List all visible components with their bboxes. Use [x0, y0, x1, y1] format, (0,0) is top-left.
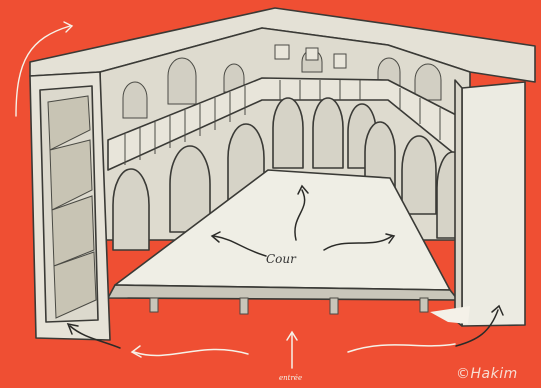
staircase-icon — [48, 96, 96, 318]
ground-patch — [430, 306, 470, 324]
court-label: Cour — [266, 252, 296, 266]
entrance-label: entrée — [279, 374, 302, 382]
foundation-piers — [150, 298, 428, 314]
right-wall-edge — [455, 80, 462, 326]
right-wall — [462, 82, 525, 326]
credit-text: ©Hakim — [456, 366, 541, 382]
